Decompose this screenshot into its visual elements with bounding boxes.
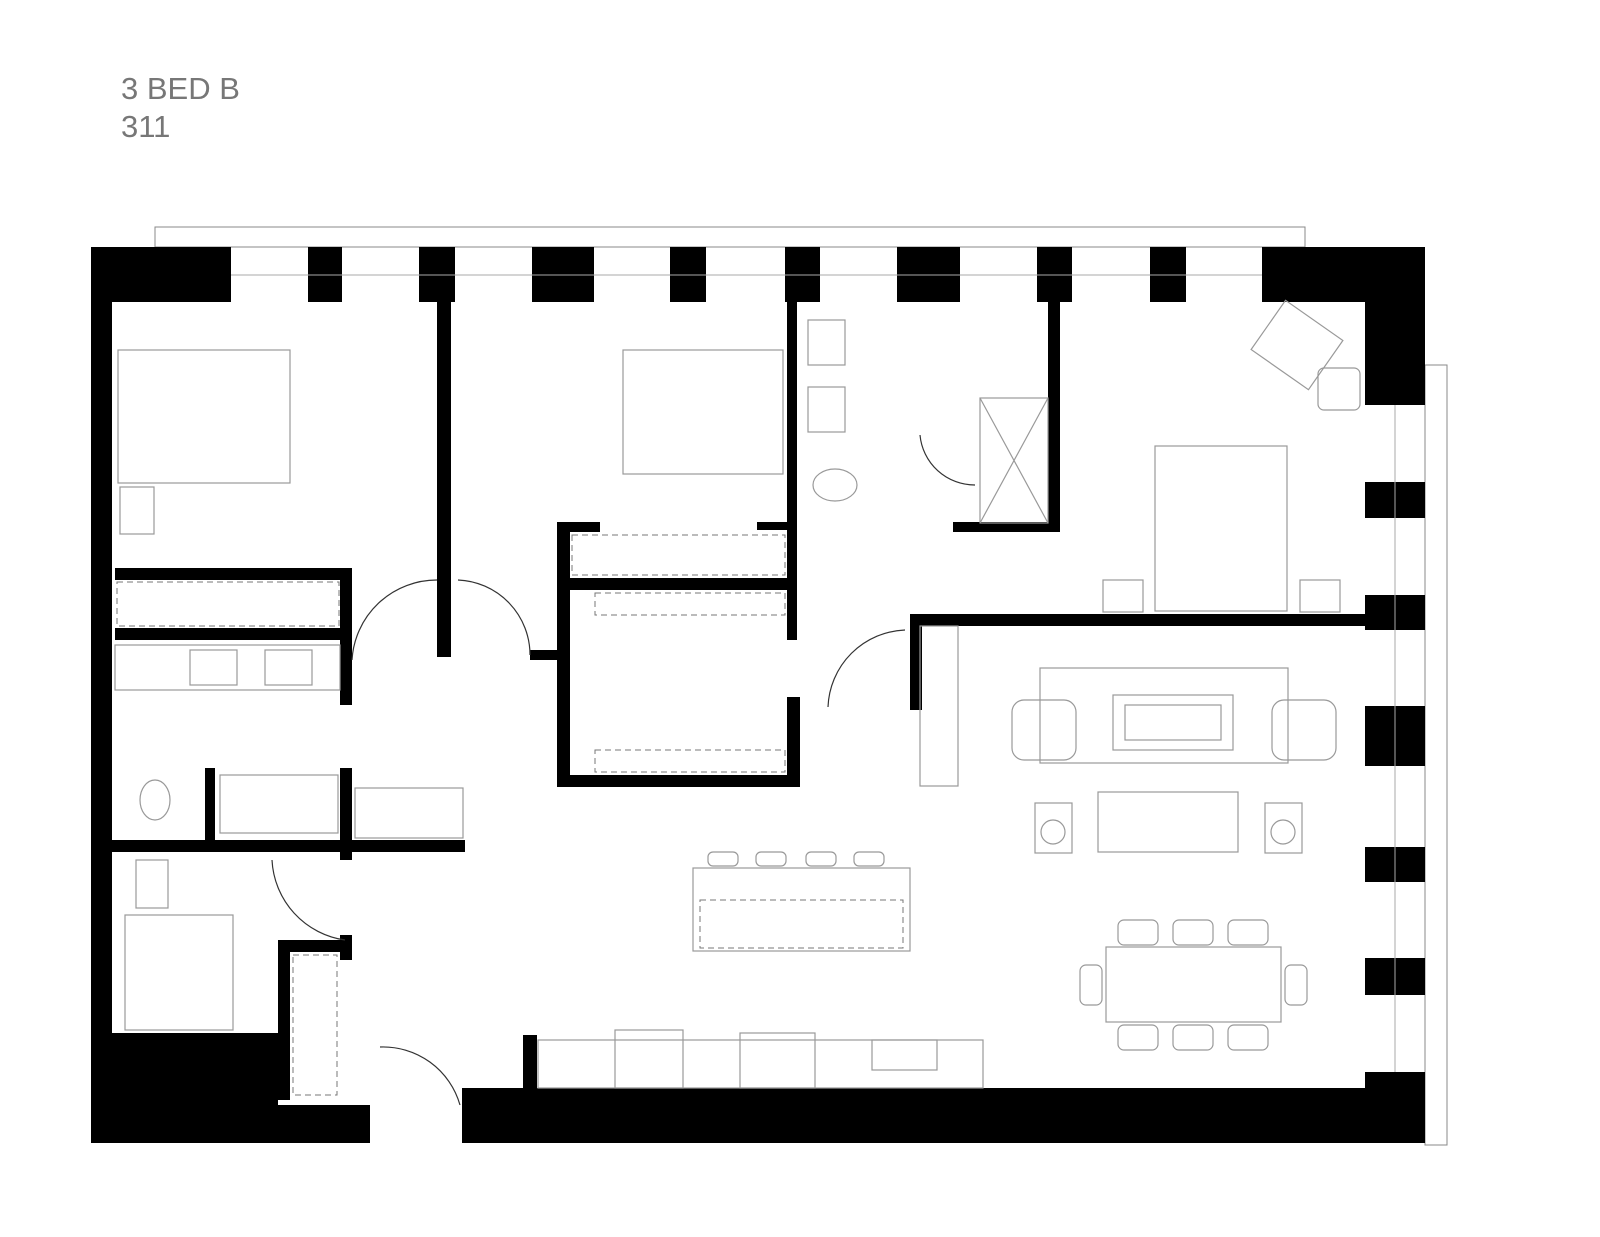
armchair [1011, 699, 1077, 761]
kitchen-island [692, 867, 911, 952]
unit-number: 311 [121, 109, 171, 144]
bed [622, 349, 784, 475]
exterior-walls [91, 247, 1425, 1143]
unit-type: 3 BED B [121, 71, 240, 106]
sink [807, 386, 846, 433]
rug [1039, 667, 1289, 764]
plan-title: 3 BED B 311 [121, 70, 240, 146]
furniture [114, 299, 1361, 1096]
bed [1154, 445, 1288, 612]
kitchen-counter [537, 1039, 984, 1089]
coffee-table [1112, 694, 1234, 751]
sink [807, 319, 846, 366]
dining-table [1105, 946, 1282, 1023]
shower [979, 397, 1049, 524]
windows [154, 226, 1448, 1146]
doors [271, 434, 976, 1106]
armchair [1271, 699, 1337, 761]
sofa [1097, 791, 1239, 853]
bathtub [219, 774, 339, 834]
toilet [139, 779, 171, 821]
toilet [812, 468, 858, 502]
vanity [114, 644, 341, 691]
interior-walls [112, 302, 1365, 1100]
bed [117, 349, 291, 484]
